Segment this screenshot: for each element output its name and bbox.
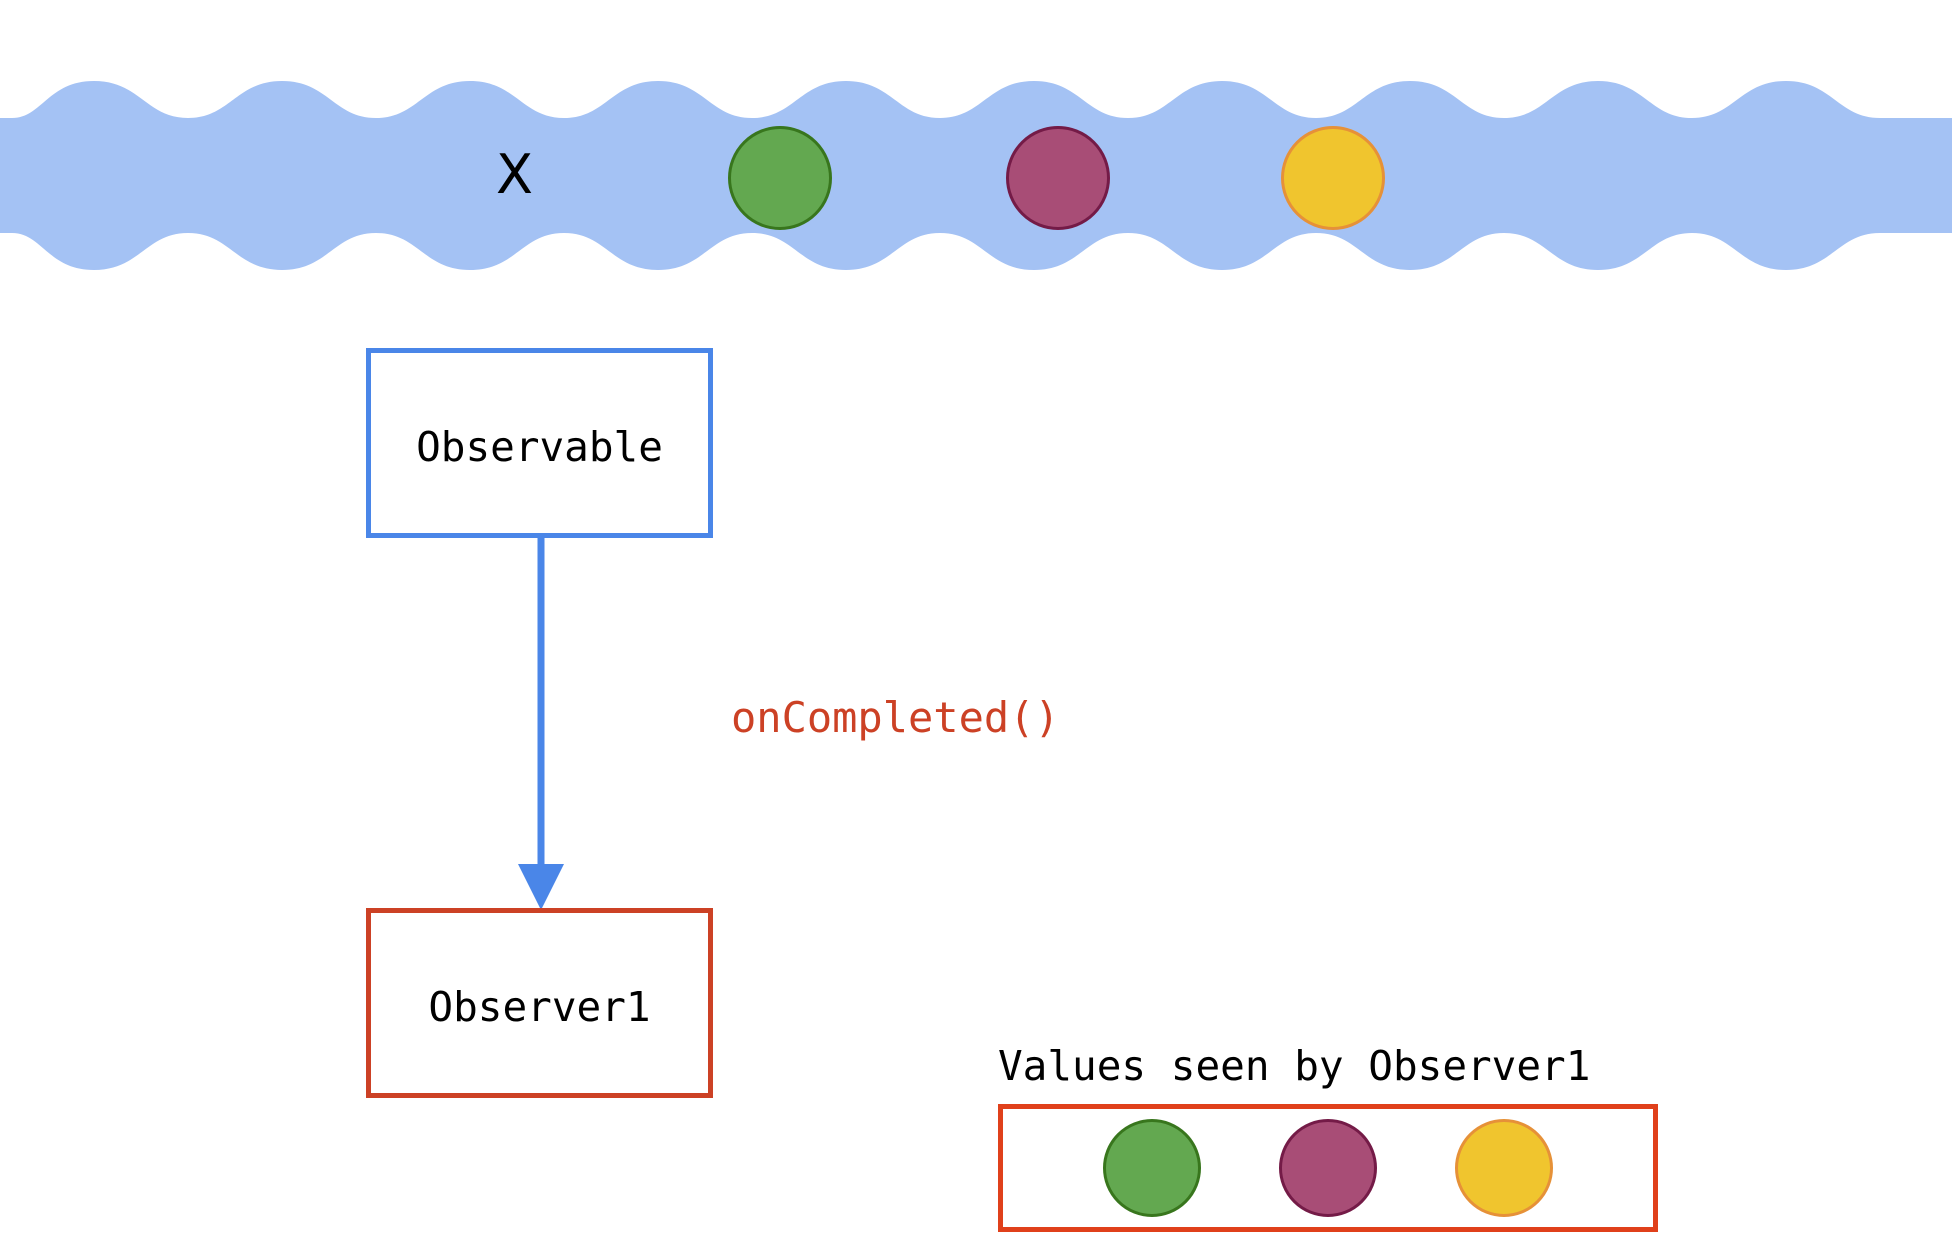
observable-to-observer1-arrow <box>518 538 564 910</box>
values-yellow-marble <box>1455 1119 1553 1217</box>
values-seen-box <box>998 1104 1658 1232</box>
observable-stream-band <box>0 0 1952 320</box>
stream-magenta-marble <box>1006 126 1110 230</box>
observable-box[interactable]: Observable <box>366 348 713 538</box>
observer1-box[interactable]: Observer1 <box>366 908 713 1098</box>
stream-green-marble <box>728 126 832 230</box>
observer1-label: Observer1 <box>428 982 651 1031</box>
observable-label: Observable <box>416 422 663 471</box>
stream-terminator-x: X <box>496 143 533 206</box>
stream-yellow-marble <box>1281 126 1385 230</box>
on-completed-annotation: onCompleted() <box>731 693 1060 742</box>
values-green-marble <box>1103 1119 1201 1217</box>
values-seen-caption: Values seen by Observer1 <box>998 1042 1591 1090</box>
values-magenta-marble <box>1279 1119 1377 1217</box>
